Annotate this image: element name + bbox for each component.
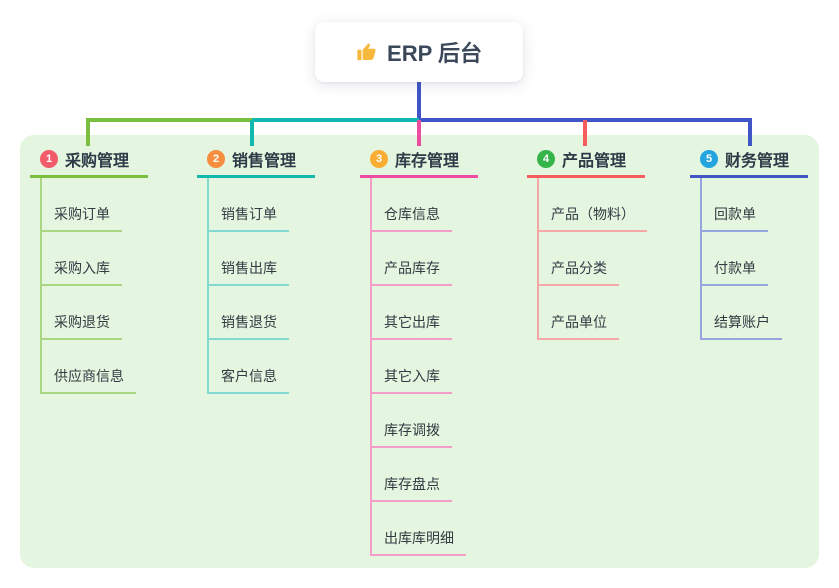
child-node[interactable]: 销售出库 [207, 258, 289, 286]
child-node[interactable]: 产品分类 [537, 258, 619, 286]
child-node[interactable]: 采购入库 [40, 258, 122, 286]
child-node[interactable]: 结算账户 [700, 312, 782, 340]
child-node[interactable]: 采购退货 [40, 312, 122, 340]
branch-children-list: 销售订单销售出库销售退货客户信息 [207, 178, 289, 394]
child-node-row: 付款单 [700, 232, 782, 286]
child-node[interactable]: 采购订单 [40, 204, 122, 232]
branch-label: 销售管理 [232, 153, 297, 170]
child-node-row: 供应商信息 [40, 340, 136, 394]
branch-label: 库存管理 [395, 153, 460, 170]
connector-root-drop [417, 80, 421, 122]
branch-purchase: 1 采购管理 采购订单采购入库采购退货供应商信息 [30, 148, 148, 394]
branch-header-inventory[interactable]: 3 库存管理 [360, 148, 478, 178]
branch-number-badge: 4 [537, 150, 555, 168]
child-node-row: 销售退货 [207, 286, 289, 340]
child-node[interactable]: 产品库存 [370, 258, 452, 286]
child-node-row: 其它出库 [370, 286, 466, 340]
child-node[interactable]: 付款单 [700, 258, 768, 286]
branch-sales: 2 销售管理 销售订单销售出库销售退货客户信息 [197, 148, 315, 394]
child-node[interactable]: 其它入库 [370, 366, 452, 394]
child-node-row: 客户信息 [207, 340, 289, 394]
branches-panel [20, 135, 819, 568]
branch-inventory: 3 库存管理 仓库信息产品库存其它出库其它入库库存调拨库存盘点出库库明细 [360, 148, 478, 556]
branch-header-sales[interactable]: 2 销售管理 [197, 148, 315, 178]
child-node-row: 销售订单 [207, 178, 289, 232]
branch-label: 产品管理 [562, 153, 627, 170]
child-node-row: 回款单 [700, 178, 782, 232]
branch-header-purchase[interactable]: 1 采购管理 [30, 148, 148, 178]
child-node-row: 销售出库 [207, 232, 289, 286]
branch-children-list: 采购订单采购入库采购退货供应商信息 [40, 178, 136, 394]
child-node-row: 采购订单 [40, 178, 136, 232]
connector-drop-branch-1 [86, 120, 90, 146]
connector-drop-branch-5 [748, 120, 752, 146]
branch-label: 采购管理 [65, 153, 130, 170]
connector-drop-branch-3 [417, 120, 421, 146]
child-node[interactable]: 供应商信息 [40, 366, 136, 394]
branch-finance: 5 财务管理 回款单付款单结算账户 [690, 148, 808, 340]
child-node[interactable]: 回款单 [700, 204, 768, 232]
connector-drop-branch-2 [250, 120, 254, 146]
child-node-row: 产品分类 [537, 232, 647, 286]
branch-children-list: 仓库信息产品库存其它出库其它入库库存调拨库存盘点出库库明细 [370, 178, 466, 556]
child-node[interactable]: 销售退货 [207, 312, 289, 340]
child-node[interactable]: 产品单位 [537, 312, 619, 340]
branch-number-badge: 3 [370, 150, 388, 168]
branch-children-list: 回款单付款单结算账户 [700, 178, 782, 340]
branch-header-product[interactable]: 4 产品管理 [527, 148, 645, 178]
child-node-row: 产品单位 [537, 286, 647, 340]
child-node-row: 库存调拨 [370, 394, 466, 448]
child-node[interactable]: 库存盘点 [370, 474, 452, 502]
child-node[interactable]: 其它出库 [370, 312, 452, 340]
child-node-row: 采购退货 [40, 286, 136, 340]
connector-bus-middle [252, 118, 419, 122]
child-node-row: 产品（物料） [537, 178, 647, 232]
child-node-row: 产品库存 [370, 232, 466, 286]
child-node-row: 采购入库 [40, 232, 136, 286]
branch-label: 财务管理 [725, 153, 790, 170]
branch-children-list: 产品（物料） 产品分类产品单位 [537, 178, 647, 340]
child-node[interactable]: 出库库明细 [370, 528, 466, 556]
child-node-row: 库存盘点 [370, 448, 466, 502]
child-node-row: 仓库信息 [370, 178, 466, 232]
child-node-row: 出库库明细 [370, 502, 466, 556]
child-node[interactable]: 产品（物料） [537, 204, 647, 232]
child-node-row: 结算账户 [700, 286, 782, 340]
child-node-row: 其它入库 [370, 340, 466, 394]
branch-number-badge: 5 [700, 150, 718, 168]
connector-drop-branch-4 [583, 120, 587, 146]
root-node[interactable]: ERP 后台 [315, 22, 523, 82]
connector-bus-left [86, 118, 252, 122]
thumbs-up-icon [356, 41, 378, 63]
branch-header-finance[interactable]: 5 财务管理 [690, 148, 808, 178]
child-node[interactable]: 库存调拨 [370, 420, 452, 448]
branch-number-badge: 1 [40, 150, 58, 168]
child-node[interactable]: 仓库信息 [370, 204, 452, 232]
root-title: ERP 后台 [387, 41, 482, 66]
branch-number-badge: 2 [207, 150, 225, 168]
child-node[interactable]: 客户信息 [207, 366, 289, 394]
child-node[interactable]: 销售订单 [207, 204, 289, 232]
branch-product: 4 产品管理 产品（物料） 产品分类产品单位 [527, 148, 647, 340]
